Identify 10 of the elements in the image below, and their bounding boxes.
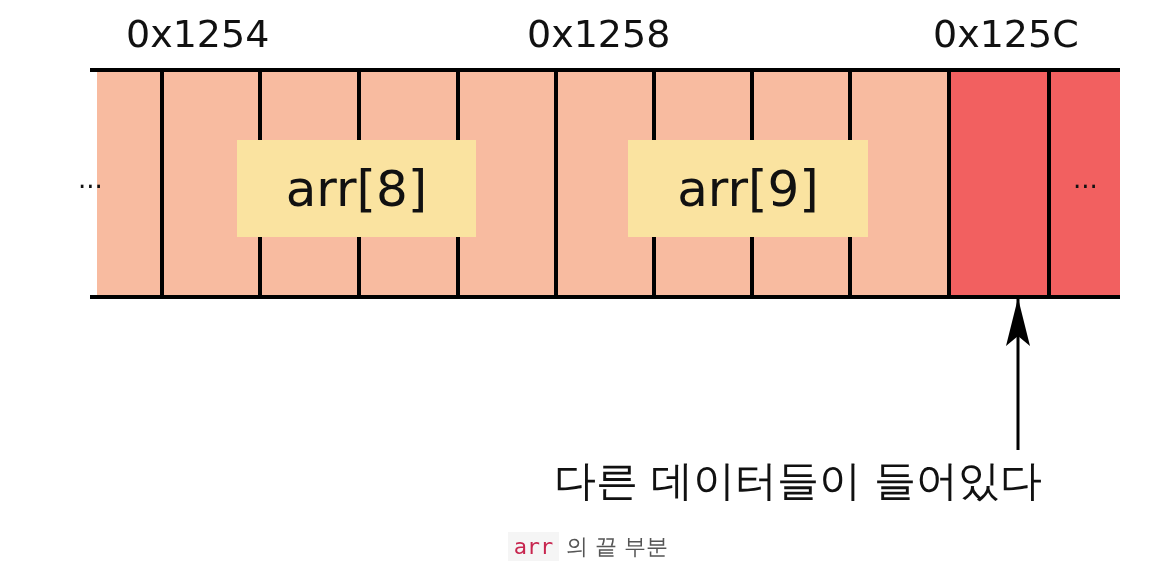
ellipsis: ... <box>1073 164 1098 194</box>
annotation-text: 다른 데이터들이 들어있다 <box>468 450 1128 512</box>
address-label: 0x125C <box>933 12 1079 56</box>
address-label: 0x1258 <box>527 12 671 56</box>
element-label: arr[9] <box>628 140 868 237</box>
figure-caption: arr 의 끝 부분 <box>507 532 669 561</box>
ellipsis: ... <box>78 164 103 194</box>
arrow <box>1006 298 1030 450</box>
address-label: 0x1254 <box>126 12 270 56</box>
element-label: arr[8] <box>237 140 476 237</box>
